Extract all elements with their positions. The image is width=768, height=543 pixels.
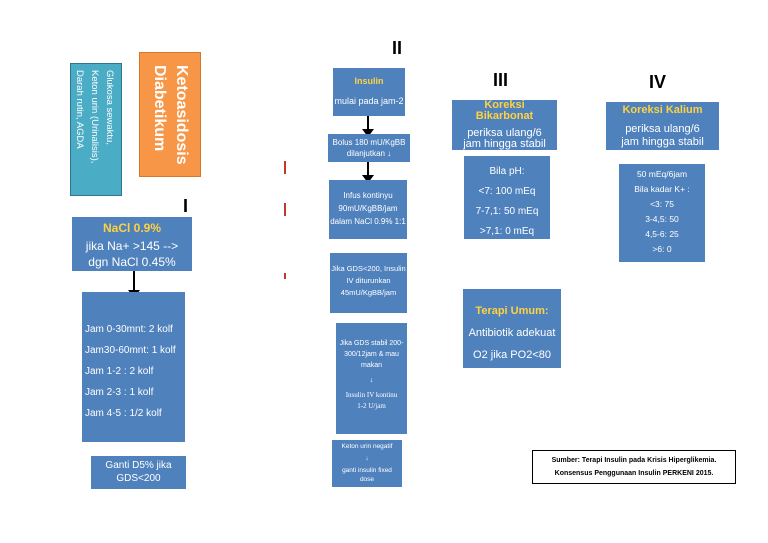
arrow-bolus-to-infus: [362, 162, 374, 183]
infus-box: Infus kontinyu 90mU/KgBB/jam dalam NaCl …: [329, 180, 407, 239]
source-citation: Sumber: Terapi Insulin pada Krisis Hiper…: [532, 450, 736, 484]
insulin-title: Insulin: [354, 76, 384, 86]
red-tick-mark: [284, 161, 286, 174]
keton-box: Keton urin negatif ↓ ganti insulin fixed…: [332, 440, 402, 487]
keton-line: dose: [359, 476, 375, 483]
schedule-item: Jam 1-2 : 2 kolf: [85, 366, 154, 377]
roman-iii: III: [493, 70, 509, 90]
fluid-schedule-box: Jam 0-30mnt: 2 kolf Jam30-60mnt: 1 kolf …: [82, 292, 185, 442]
gds-stabil-box: Jika GDS stabil 200- 300/12jam & mau mak…: [336, 323, 407, 434]
bikarbonat-line: jam hingga stabil: [463, 138, 546, 150]
gds-stabil-line: makan: [360, 362, 382, 369]
ph-item: 7-7,1: 50 mEq: [475, 206, 539, 217]
bikarbonat-title: Bikarbonat: [475, 110, 534, 122]
down-arrow-icon: ↓: [369, 377, 374, 384]
kalium-title: Koreksi Kalium: [622, 104, 703, 116]
lab-tests-box: Glukosa sewaktu, Keton urin (Urinalisis)…: [70, 63, 122, 196]
kalium-line: jam hingga stabil: [621, 136, 704, 148]
terapi-title: Terapi Umum:: [475, 305, 549, 317]
title-line: Ketoasidosis: [173, 65, 190, 165]
schedule-item: Jam30-60mnt: 1 kolf: [85, 345, 176, 356]
nacl-title: NaCl 0.9%: [102, 221, 162, 235]
insulin-sub: mulai pada jam-2: [334, 96, 404, 106]
kalium-detail-box: 50 mEq/6jam Bila kadar K+ : <3: 75 3-4,5…: [619, 164, 705, 262]
keton-line: Keton urin negatif: [341, 443, 393, 450]
source-line: Konsensus Penggunaan Insulin PERKENI 201…: [554, 470, 714, 477]
kalium-item: <3: 75: [650, 199, 674, 209]
keton-line: ganti insulin fixed: [342, 467, 392, 474]
gds-stabil-line: Insulin IV kontinu: [345, 391, 398, 399]
gds200-line: 45mU/KgBB/jam: [340, 288, 397, 297]
ganti-d5-box: Ganti D5% jika GDS<200: [91, 456, 186, 489]
ph-item: >7,1: 0 mEq: [479, 226, 535, 237]
gds200-line: Jika GDS<200, Insulin: [331, 264, 406, 273]
roman-i: I: [183, 196, 189, 216]
nacl-line: dgn NaCl 0.45%: [88, 255, 176, 269]
nacl-line: jika Na+ >145 -->: [85, 239, 179, 253]
ganti-line: Ganti D5% jika: [105, 460, 172, 471]
title-line: Diabetikum: [151, 65, 168, 152]
kalium-item: Bila kadar K+ :: [634, 184, 690, 194]
terapi-umum-box: Terapi Umum: Antibiotik adekuat O2 jika …: [463, 289, 561, 368]
bolus-line: Bolus 180 mU/KgBB: [332, 138, 406, 147]
terapi-line: Antibiotik adekuat: [468, 327, 556, 339]
lab-test-line: Glukosa sewaktu,: [104, 70, 115, 145]
infus-line: Infus kontinyu: [343, 191, 393, 200]
ph-box: Bila pH: <7: 100 mEq 7-7,1: 50 mEq >7,1:…: [464, 156, 550, 239]
bikarbonat-box: Koreksi Bikarbonat periksa ulang/6 jam h…: [452, 100, 557, 150]
gds-stabil-line: 300/12jam & mau: [344, 351, 399, 358]
infus-line: dalam NaCl 0.9% 1:1: [330, 217, 406, 226]
lab-test-line: Darah rutin, AGDA: [74, 70, 85, 149]
down-arrow-icon: ↓: [365, 455, 369, 462]
schedule-item: Jam 4-5 : 1/2 kolf: [85, 408, 162, 419]
gds200-box: Jika GDS<200, Insulin IV diturunkan 45mU…: [330, 253, 407, 313]
roman-iv: IV: [649, 72, 667, 92]
source-line: Sumber: Terapi Insulin pada Krisis Hiper…: [551, 457, 717, 464]
nacl-box: NaCl 0.9% jika Na+ >145 --> dgn NaCl 0.4…: [72, 217, 192, 271]
ph-item: <7: 100 mEq: [478, 186, 536, 197]
infus-line: 90mU/KgBB/jam: [338, 204, 398, 213]
arrow-nacl-to-jam: [128, 271, 140, 298]
lab-test-line: Keton urin (Urinalisis),: [89, 70, 100, 164]
schedule-item: Jam 0-30mnt: 2 kolf: [85, 324, 173, 335]
red-tick-mark: [284, 203, 286, 216]
insulin-box: Insulin mulai pada jam-2: [333, 68, 405, 116]
red-tick-mark: [284, 273, 286, 279]
gds-stabil-line: 1-2 U/jam: [357, 402, 386, 410]
terapi-line: O2 jika PO2<80: [473, 349, 551, 361]
bolus-line: dilanjutkan ↓: [346, 149, 392, 158]
kalium-item: 50 mEq/6jam: [636, 169, 688, 179]
roman-ii: II: [392, 38, 403, 58]
kalium-item: 3-4,5: 50: [645, 214, 679, 224]
ketoasidosis-title-box: Ketoasidosis Diabetikum: [139, 52, 201, 177]
kalium-line: periksa ulang/6: [625, 123, 700, 135]
schedule-item: Jam 2-3 : 1 kolf: [85, 387, 154, 398]
gds200-line: IV diturunkan: [346, 276, 391, 285]
bikarbonat-line: periksa ulang/6: [467, 127, 542, 139]
gds-stabil-line: Jika GDS stabil 200-: [339, 340, 404, 347]
kalium-box: Koreksi Kalium periksa ulang/6 jam hingg…: [606, 102, 719, 150]
arrow-insulin-to-bolus: [362, 116, 374, 137]
kalium-item: >6: 0: [652, 244, 672, 254]
bikarbonat-title: Koreksi: [484, 99, 525, 111]
bolus-box: Bolus 180 mU/KgBB dilanjutkan ↓: [328, 134, 410, 162]
ph-title: Bila pH:: [489, 166, 525, 177]
kalium-item: 4,5-6: 25: [645, 229, 679, 239]
ganti-line: GDS<200: [116, 473, 161, 484]
